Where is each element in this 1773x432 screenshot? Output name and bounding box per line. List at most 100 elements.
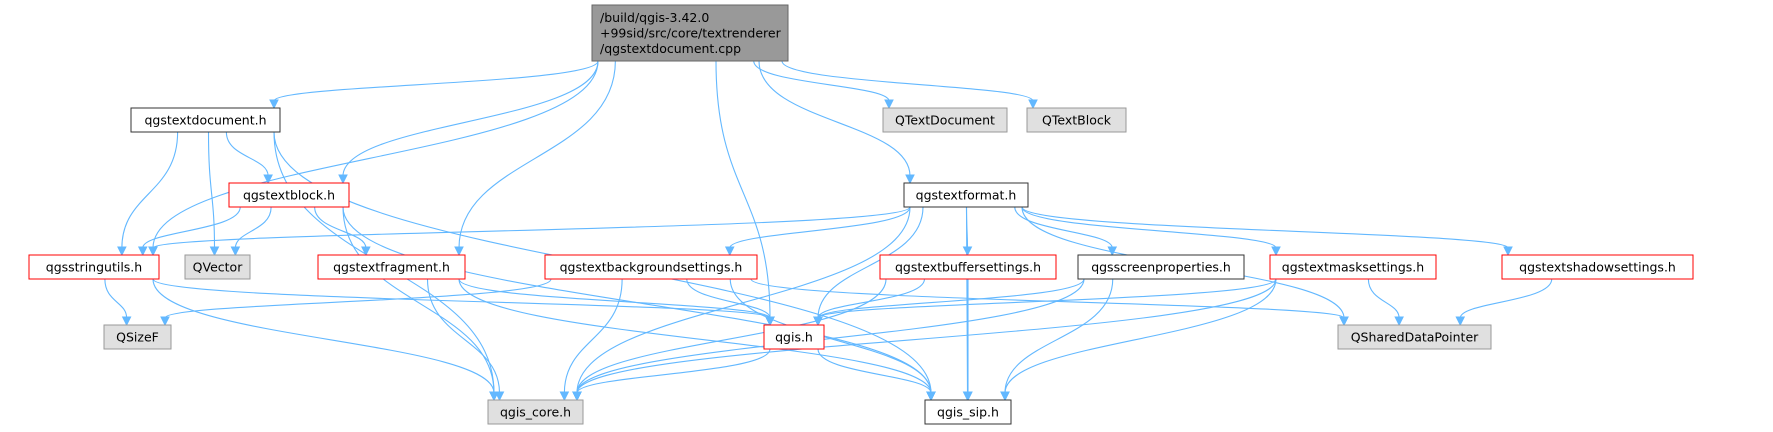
- node-qgstextdocument[interactable]: qgstextdocument.h: [130, 107, 281, 133]
- edge-qgstextmasksettings-to-qgis: [817, 278, 1277, 319]
- node-box: [1077, 254, 1245, 280]
- node-root[interactable]: /build/qgis-3.42.0+99sid/src/core/textre…: [591, 4, 789, 62]
- edge-qgstextformat-to-qgstextshadowsettings: [1021, 206, 1509, 249]
- arrowhead-qgsstringutils: [137, 246, 148, 257]
- node-box: [1501, 254, 1694, 280]
- node-label: QSizeF: [116, 330, 159, 345]
- node-box: [1026, 107, 1127, 133]
- arrowhead-qsizef: [121, 316, 132, 327]
- nodes-layer: /build/qgis-3.42.0+99sid/src/core/textre…: [28, 4, 1694, 425]
- edge-qgstextformat-to-qgis_core: [576, 206, 911, 394]
- edge-qgstextformat-to-qgis: [817, 206, 924, 319]
- edge-qgstextformat-to-qgstextmasksettings: [1021, 206, 1277, 249]
- arrowhead-qgstextbackgroundsettings: [724, 246, 735, 257]
- arrowhead-qgstextfragment: [454, 246, 464, 257]
- arrowhead-qtextblock: [1028, 99, 1038, 110]
- node-qvector[interactable]: QVector: [184, 254, 251, 280]
- edge-root-to-qgstextblock: [342, 60, 599, 177]
- node-qgsscreenproperties[interactable]: qgsscreenproperties.h: [1077, 254, 1245, 280]
- arrowhead-qgis: [813, 316, 823, 327]
- node-label: qgstextformat.h: [916, 188, 1017, 203]
- node-label: qgstextblock.h: [243, 188, 335, 203]
- node-qgis_core[interactable]: qgis_core.h: [487, 399, 584, 425]
- arrowhead-qgstextblock: [338, 174, 348, 185]
- node-label: QSharedDataPointer: [1351, 330, 1479, 345]
- edge-root-to-qtextblock: [781, 60, 1034, 102]
- arrowhead-qgis_core: [572, 391, 582, 402]
- arrowhead-qgstextdocument: [269, 99, 279, 110]
- arrowhead-qgstextbuffersettings: [962, 246, 973, 257]
- node-box: [903, 182, 1029, 208]
- node-label: qgstextfragment.h: [333, 260, 450, 275]
- node-box: [228, 182, 350, 208]
- edge-qgsstringutils-to-qsizef: [104, 278, 128, 319]
- edge-qgstextblock-to-qvector: [234, 206, 272, 249]
- node-label: qgis_core.h: [500, 405, 571, 420]
- arrowhead-qtextdocument: [884, 99, 894, 110]
- arrowhead-qgstextfragment: [361, 246, 371, 257]
- node-box: [763, 324, 825, 350]
- edge-qgstextbackgroundsettings-to-qgis_core: [563, 278, 623, 394]
- node-label: qgstextbackgroundsettings.h: [560, 260, 743, 275]
- node-qtextblock[interactable]: QTextBlock: [1026, 107, 1127, 133]
- node-box: [103, 324, 172, 350]
- edge-root-to-qgis: [715, 60, 771, 319]
- edge-root-to-qgstextdocument: [273, 60, 599, 102]
- arrowhead-qgis_sip: [963, 391, 973, 402]
- node-box: [28, 254, 160, 280]
- node-label: qgis_sip.h: [937, 405, 999, 420]
- node-qgis[interactable]: qgis.h: [763, 324, 825, 350]
- node-label: /build/qgis-3.42.0: [600, 10, 709, 25]
- node-qgstextformat[interactable]: qgstextformat.h: [903, 182, 1029, 208]
- node-qgstextshadowsettings[interactable]: qgstextshadowsettings.h: [1501, 254, 1694, 280]
- arrowhead-qgsstringutils: [148, 246, 158, 257]
- arrowhead-qshareddatapointer: [1339, 316, 1349, 327]
- arrowhead-qshareddatapointer: [1455, 316, 1466, 327]
- edge-qgstextdocument-to-qgsstringutils: [121, 131, 179, 249]
- node-qgis_sip[interactable]: qgis_sip.h: [924, 399, 1012, 425]
- node-label: +99sid/src/core/textrenderer: [600, 26, 782, 41]
- edge-qgstextbackgroundsettings-to-qgis: [686, 278, 771, 319]
- node-box: [184, 254, 251, 280]
- node-box: [882, 107, 1008, 133]
- arrowhead-qsizef: [160, 316, 170, 327]
- node-qgstextblock[interactable]: qgstextblock.h: [228, 182, 350, 208]
- edge-qgstextmasksettings-to-qgis_core: [576, 278, 1277, 394]
- node-qshareddatapointer[interactable]: QSharedDataPointer: [1337, 324, 1492, 350]
- edge-qgstextmasksettings-to-qgis_sip: [1004, 278, 1277, 394]
- node-label: /qgstextdocument.cpp: [600, 41, 741, 56]
- edge-qgstextformat-to-qgsscreenproperties: [1014, 206, 1113, 249]
- node-box: [544, 254, 758, 280]
- edge-qgstextblock-to-qgis_core: [342, 206, 495, 394]
- edge-qgsstringutils-to-qgis: [152, 278, 771, 319]
- edge-qgstextfragment-to-qgis_sip: [458, 278, 932, 394]
- node-qgstextbackgroundsettings[interactable]: qgstextbackgroundsettings.h: [544, 254, 758, 280]
- edge-qgstextdocument-to-qvector: [207, 131, 216, 249]
- edge-qgstextshadowsettings-to-qshareddatapointer: [1459, 278, 1553, 319]
- node-label: qgstextbuffersettings.h: [895, 260, 1041, 275]
- arrowhead-qvector: [209, 246, 220, 257]
- node-box: [924, 399, 1012, 425]
- edge-qgstextformat-to-qgsstringutils: [152, 206, 911, 249]
- node-box: [130, 107, 281, 133]
- node-label: qgsscreenproperties.h: [1091, 260, 1231, 275]
- node-label: QTextDocument: [895, 113, 995, 128]
- edge-root-to-qgstextfragment: [458, 60, 616, 249]
- arrowhead-qgsstringutils: [117, 246, 127, 257]
- arrowhead-qgis_core: [494, 391, 505, 402]
- node-qsizef[interactable]: QSizeF: [103, 324, 172, 350]
- edge-qgstextfragment-to-qgis: [458, 278, 771, 319]
- edge-qgstextbackgroundsettings-to-qsizef: [164, 278, 552, 319]
- edge-qgstextbuffersettings-to-qgis: [817, 278, 926, 319]
- node-label: qgstextmasksettings.h: [1282, 260, 1424, 275]
- edge-root-to-qgstextformat: [758, 60, 911, 177]
- node-qgstextmasksettings[interactable]: qgstextmasksettings.h: [1269, 254, 1437, 280]
- node-box: [317, 254, 466, 280]
- arrowhead-qgstextblock: [263, 174, 273, 185]
- node-qgsstringutils[interactable]: qgsstringutils.h: [28, 254, 160, 280]
- node-qgstextbuffersettings[interactable]: qgstextbuffersettings.h: [879, 254, 1057, 280]
- edge-qgis-to-qgis_sip: [817, 348, 932, 394]
- arrowhead-qgis_sip: [1000, 391, 1010, 402]
- node-qtextdocument[interactable]: QTextDocument: [882, 107, 1008, 133]
- node-qgstextfragment[interactable]: qgstextfragment.h: [317, 254, 466, 280]
